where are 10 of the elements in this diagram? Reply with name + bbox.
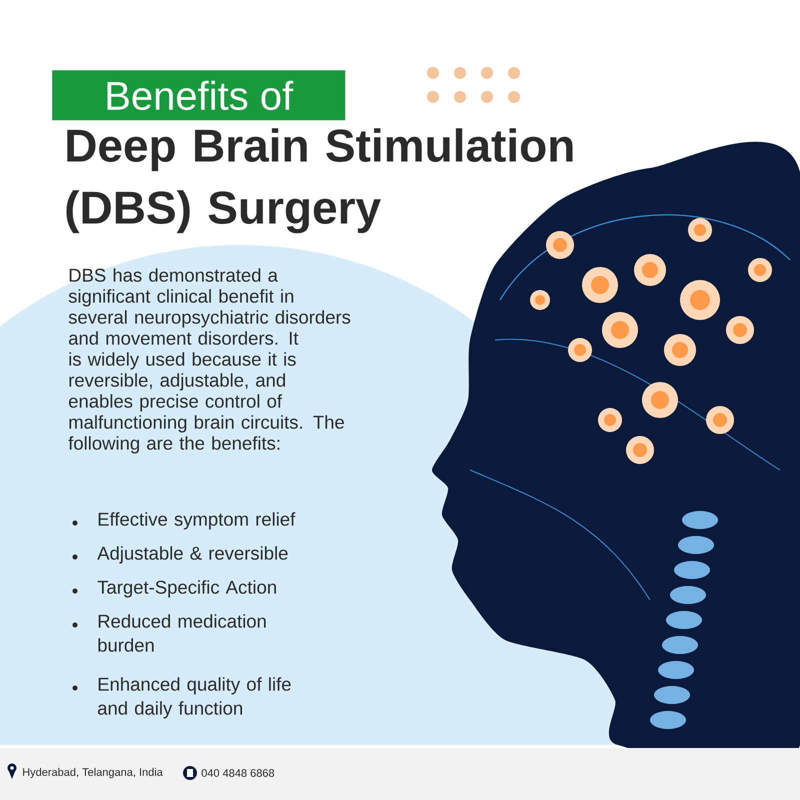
bullet-item: Adjustable & reversible [97,546,288,564]
bullet-item: Target-Specific Action [98,580,276,598]
title-banner: Benefits of [52,70,346,120]
footer-text: Hyderabad, Telangana, India [23,768,163,778]
footer-text: 040 4848 6868 [202,769,274,777]
intro-paragraph: DBS has demonstrated a significant clinical benefit in several neuropsychiatric disorders and movement disorders. It is widely used because it is reversible, adjustable, and enables precise control of malfunctioning brain circuits. The following are the benefits: [68,268,350,454]
bullet-item: Enhanced quality of life and daily function [98,677,291,718]
bullet-item: Effective symptom relief [98,512,296,530]
title: Deep Brain Stimulation (DBS) Surgery [66,128,572,234]
bullet-item: Reduced medication burden [98,614,266,652]
